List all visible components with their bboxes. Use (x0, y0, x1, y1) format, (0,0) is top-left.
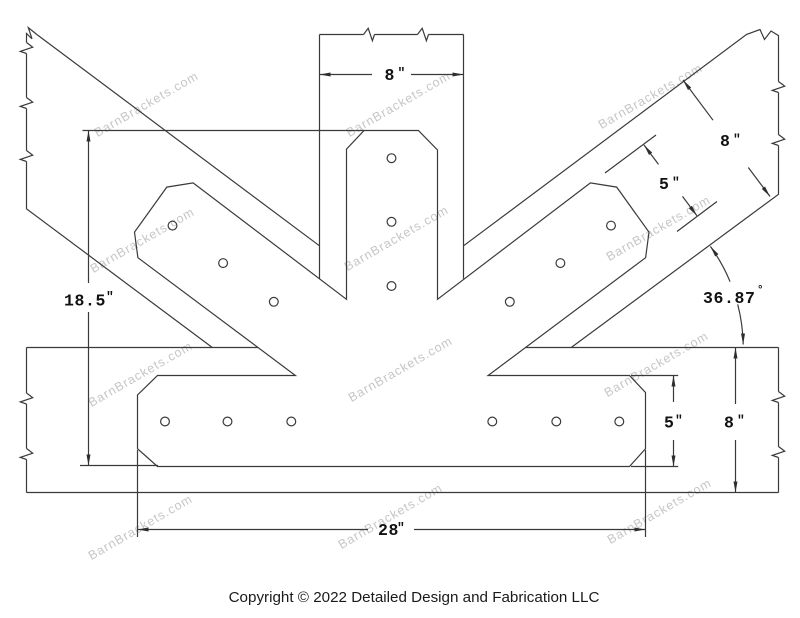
svg-text:BarnBrackets.com: BarnBrackets.com (605, 476, 713, 547)
svg-text:″: ″ (733, 132, 741, 147)
svg-text:″: ″ (672, 175, 680, 190)
svg-text:BarnBrackets.com: BarnBrackets.com (88, 205, 196, 276)
svg-text:BarnBrackets.com: BarnBrackets.com (92, 69, 200, 140)
svg-text:36.87: 36.87 (703, 289, 756, 308)
svg-text:″: ″ (737, 413, 745, 428)
svg-text:BarnBrackets.com: BarnBrackets.com (604, 193, 712, 264)
svg-text:BarnBrackets.com: BarnBrackets.com (86, 339, 194, 410)
svg-text:″: ″ (397, 521, 405, 536)
svg-text:5: 5 (664, 414, 674, 433)
svg-text:8: 8 (724, 414, 734, 433)
svg-text:BarnBrackets.com: BarnBrackets.com (86, 492, 194, 563)
svg-text:18.5: 18.5 (64, 292, 106, 311)
svg-text:″: ″ (398, 66, 406, 81)
svg-text:BarnBrackets.com: BarnBrackets.com (336, 481, 444, 552)
svg-text:″: ″ (106, 290, 114, 305)
svg-text:28: 28 (378, 521, 399, 540)
svg-text:8: 8 (720, 132, 730, 151)
svg-text:°: ° (757, 285, 764, 297)
svg-text:Copyright © 2022 Detailed Desi: Copyright © 2022 Detailed Design and Fab… (229, 589, 600, 606)
svg-text:8: 8 (385, 66, 395, 85)
svg-text:BarnBrackets.com: BarnBrackets.com (596, 61, 704, 132)
svg-text:BarnBrackets.com: BarnBrackets.com (342, 203, 450, 274)
svg-text:″: ″ (675, 413, 683, 428)
svg-text:BarnBrackets.com: BarnBrackets.com (602, 329, 710, 400)
svg-text:5: 5 (659, 175, 669, 194)
svg-text:BarnBrackets.com: BarnBrackets.com (346, 334, 454, 405)
